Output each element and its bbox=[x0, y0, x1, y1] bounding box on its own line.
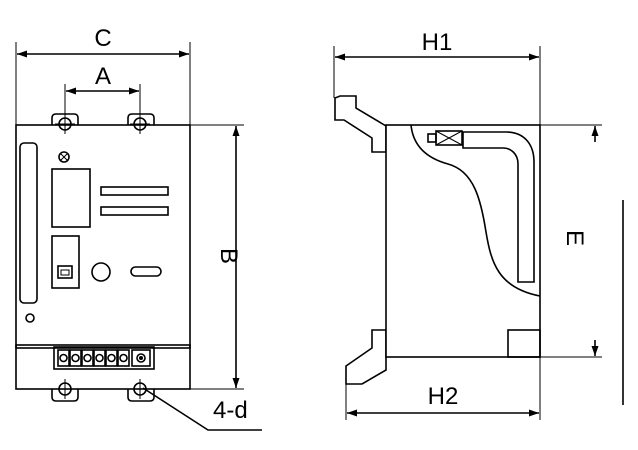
side-foot bbox=[507, 329, 541, 358]
din-clip-top bbox=[334, 95, 387, 153]
label-c: C bbox=[94, 25, 111, 52]
adjust-knob-icon bbox=[91, 262, 111, 282]
label-hole-note: 4-d bbox=[213, 397, 248, 424]
label-e: E bbox=[561, 230, 588, 246]
label-slot-upper bbox=[100, 186, 169, 196]
side-body bbox=[385, 124, 541, 358]
switch-icon bbox=[57, 265, 73, 279]
label-a: A bbox=[95, 63, 111, 90]
terminal-block bbox=[53, 346, 155, 370]
terminal-screws bbox=[57, 349, 151, 367]
switch-panel bbox=[51, 235, 80, 289]
side-vent-slot bbox=[19, 142, 38, 304]
oval-slot bbox=[130, 266, 162, 277]
label-h2: H2 bbox=[428, 383, 459, 410]
hinge-bar bbox=[462, 131, 535, 283]
mounting-hole-icon bbox=[130, 114, 150, 134]
indicator-lamp-icon bbox=[58, 151, 70, 163]
label-slot-lower bbox=[100, 206, 169, 216]
hole-leader-line bbox=[142, 387, 262, 431]
display-window bbox=[51, 168, 91, 228]
front-view: C A bbox=[15, 25, 262, 431]
cover-profile-curve bbox=[410, 124, 541, 297]
indicator-hole bbox=[25, 313, 35, 323]
side-view: H1 E H2 bbox=[333, 29, 624, 420]
label-b: B bbox=[215, 248, 242, 264]
mounting-hole-icon bbox=[55, 114, 75, 134]
mounting-hole-icon bbox=[55, 379, 75, 399]
label-h1: H1 bbox=[422, 29, 453, 56]
terminal-cover-line bbox=[15, 344, 191, 349]
din-clip-bottom bbox=[345, 329, 387, 385]
connector-box bbox=[435, 130, 463, 146]
